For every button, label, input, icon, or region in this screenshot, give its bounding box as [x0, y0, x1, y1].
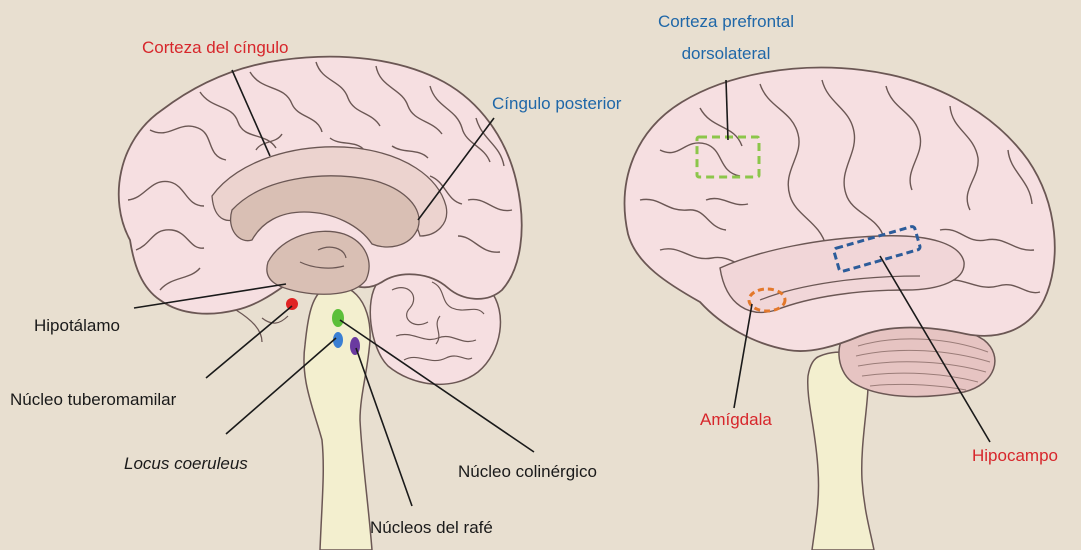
sagittal-brain — [117, 55, 535, 550]
leader-lines-right — [725, 79, 991, 443]
label-locus-coeruleus: Locus coeruleus — [124, 454, 248, 473]
label-nucleos-del-rafe: Núcleos del rafé — [370, 518, 493, 537]
label-nucleo-tuberomamilar: Núcleo tuberomamilar — [10, 390, 177, 409]
ring-amygdala — [747, 287, 787, 313]
marker-nucleos-rafe — [350, 337, 360, 355]
lateral-folds — [639, 79, 1041, 294]
label-hipocampo: Hipocampo — [972, 446, 1058, 465]
label-corteza-prefrontal-line2: dorsolateral — [681, 44, 771, 64]
marker-nucleo-colinergico — [332, 309, 344, 327]
corpus-callosum — [229, 175, 420, 248]
label-corteza-del-cingulo: Corteza del cíngulo — [142, 38, 289, 57]
label-hipotalamo: Hipotálamo — [34, 316, 120, 335]
leader-lines-left — [133, 69, 535, 507]
lateral-brain — [623, 66, 1056, 550]
label-corteza-prefrontal: Corteza prefrontal dorsolateral — [646, 12, 806, 65]
label-nucleo-colinergico: Núcleo colinérgico — [458, 462, 597, 481]
label-corteza-prefrontal-line1: Corteza prefrontal — [657, 12, 795, 31]
box-hippocampus — [832, 225, 922, 273]
cerebellum-folds — [391, 281, 485, 362]
marker-locus-coeruleus — [333, 332, 343, 348]
cerebrum-folds — [127, 61, 513, 291]
label-cingulo-posterior: Cíngulo posterior — [492, 94, 622, 113]
marker-hypothalamus — [286, 298, 298, 310]
thalamus — [266, 230, 370, 295]
label-amigdala: Amígdala — [700, 410, 772, 429]
